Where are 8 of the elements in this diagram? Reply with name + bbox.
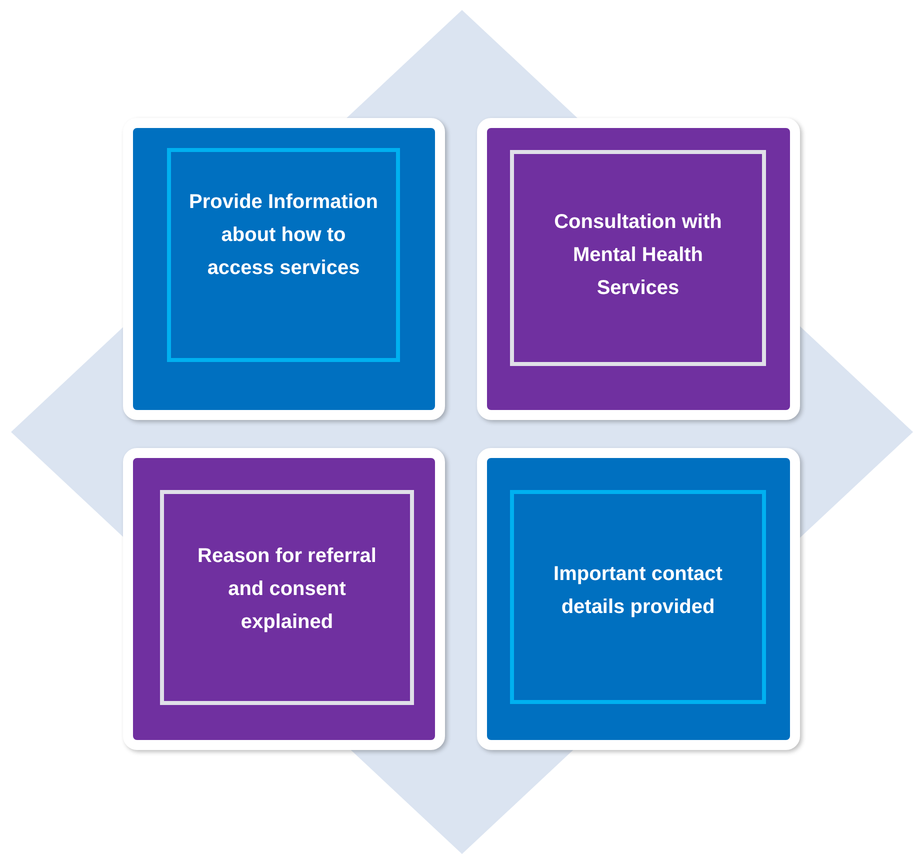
box-label: Important contact details provided: [552, 562, 724, 620]
process-box: [123, 118, 445, 420]
box-label: Provide Information about how to access services: [188, 190, 379, 281]
box-label: Consultation with Mental Health Services: [553, 210, 723, 301]
process-box: [477, 118, 800, 420]
process-box: [123, 448, 445, 750]
box-label: Reason for referral and consent explained: [196, 544, 378, 635]
process-box: [477, 448, 800, 750]
